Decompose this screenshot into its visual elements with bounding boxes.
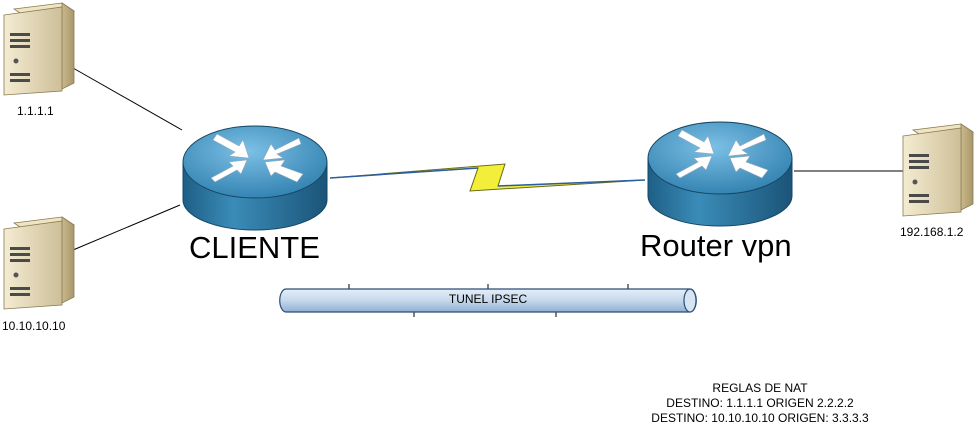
tunnel-label: TUNEL IPSEC <box>448 292 528 306</box>
server-label-top-left: 1.1.1.1 <box>17 104 54 118</box>
server-label-right: 192.168.1.2 <box>900 225 964 239</box>
link-server2-cliente <box>72 204 181 251</box>
link-server1-cliente <box>72 67 183 131</box>
server-icon <box>3 2 76 96</box>
router-icon <box>647 121 793 227</box>
server-icon <box>3 216 76 310</box>
nat-rule: DESTINO: 1.1.1.1 ORIGEN 2.2.2.2 <box>666 396 854 410</box>
router-label-cliente: CLIENTE <box>189 230 320 265</box>
router-label-vpn: Router vpn <box>640 228 792 263</box>
router-icon <box>182 125 328 231</box>
nat-rules-block: REGLAS DE NAT DESTINO: 1.1.1.1 ORIGEN 2.… <box>600 381 920 426</box>
nat-rules-title: REGLAS DE NAT <box>712 381 808 395</box>
connection-lines <box>72 67 905 251</box>
server-icon <box>902 123 975 217</box>
nat-rule: DESTINO: 10.10.10.10 ORIGEN: 3.3.3.3 <box>651 411 869 425</box>
ipsec-tunnel <box>279 284 697 317</box>
server-label-bottom-left: 10.10.10.10 <box>2 319 66 333</box>
wan-link-lightning <box>329 163 646 192</box>
